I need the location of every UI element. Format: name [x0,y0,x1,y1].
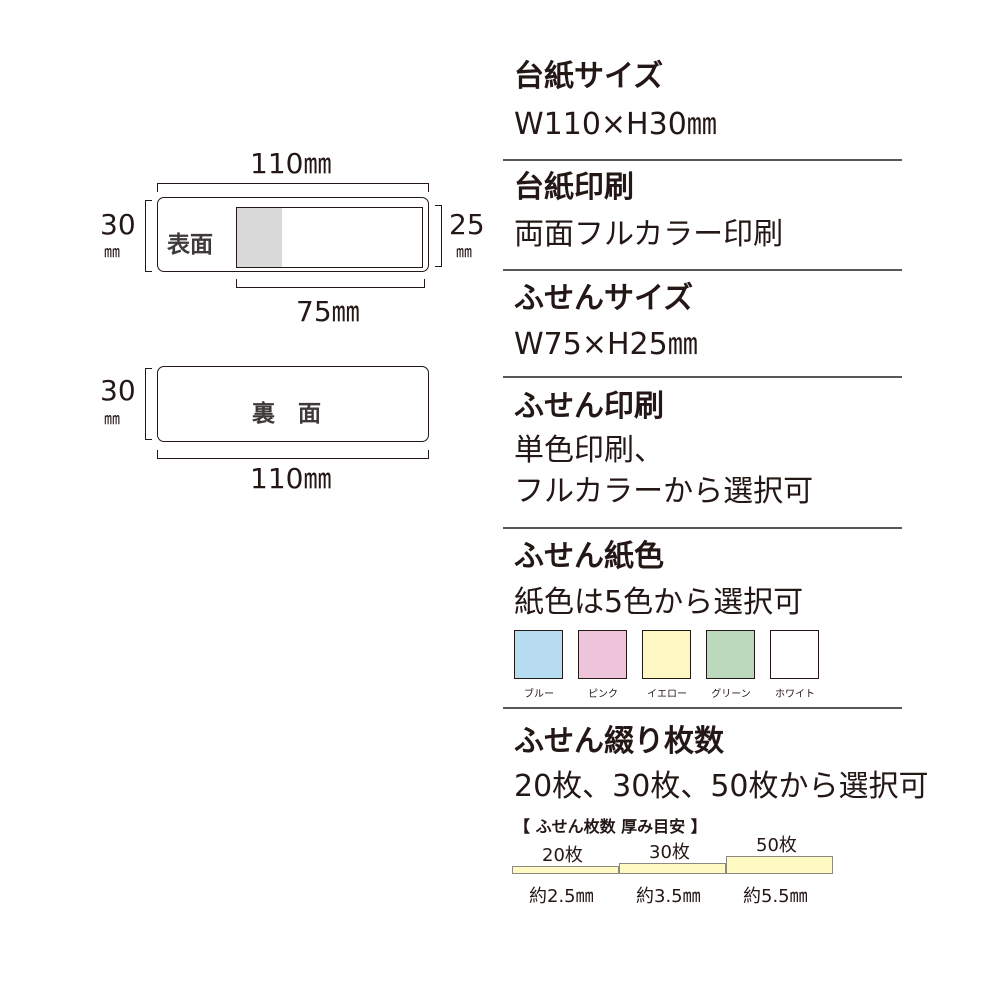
divider [503,376,902,378]
sticky-size-value: W75×H25㎜ [514,327,698,362]
sticky-size-title: ふせんサイズ [514,281,694,316]
back-card-label: 裏 面 [252,401,321,427]
base-print-value: 両面フルカラー印刷 [514,217,784,252]
sticky-tab [237,208,282,267]
sticky-area [236,207,423,268]
sticky-count-value: 20枚、30枚、50枚から選択可 [514,769,929,804]
front-height-unit: ㎜ [104,242,121,261]
base-size-value: W110×H30㎜ [514,107,717,142]
sticky-count-title: ふせん綴り枚数 [514,724,724,759]
pad-count-label: 30枚 [649,842,690,863]
sticky-height-number: 25 [449,208,485,241]
sticky-print-value-line2: フルカラーから選択可 [514,474,814,509]
color-swatch-label: ピンク [588,689,618,700]
divider [503,269,902,271]
divider [503,707,902,709]
front-height-number: 30 [100,208,136,241]
sticky-print-title: ふせん印刷 [514,389,664,424]
sticky-height-bracket [435,205,442,267]
sticky-width-label: 75㎜ [296,295,360,328]
sticky-print-value-line1: 単色印刷、 [514,433,664,468]
color-swatch-label: ホワイト [775,689,815,700]
pad-thickness-label: 約2.5㎜ [529,886,594,907]
front-card-label: 表面 [167,232,213,258]
pad-count-label: 20枚 [542,845,583,866]
back-width-bracket [157,450,429,459]
sticky-color-title: ふせん紙色 [514,539,664,574]
back-width-label: 110㎜ [250,462,332,495]
color-swatch [770,630,819,679]
back-height-bracket [145,368,152,440]
pad-thickness-label: 約3.5㎜ [636,886,701,907]
pad-count-label: 50枚 [756,835,797,856]
color-swatch-label: グリーン [711,689,751,700]
divider [503,527,902,529]
thickness-guide-title: 【 ふせん枚数 厚み目安 】 [514,817,707,836]
base-size-title: 台紙サイズ [514,59,664,94]
color-swatch [514,630,563,679]
pad-thickness-bar [619,863,726,874]
back-card: 裏 面 [157,366,429,442]
front-width-label: 110㎜ [250,147,332,180]
pad-thickness-bar [726,856,833,874]
front-card: 表面 [157,197,429,272]
divider [503,159,902,161]
front-width-bracket [157,183,429,192]
base-print-title: 台紙印刷 [514,170,634,205]
sticky-width-bracket [236,279,425,288]
pad-thickness-bar [512,866,619,874]
color-swatch-label: イエロー [647,689,687,700]
color-swatch [642,630,691,679]
pad-thickness-label: 約5.5㎜ [743,886,808,907]
color-swatch [578,630,627,679]
color-swatch [706,630,755,679]
back-height-number: 30 [100,374,136,407]
sticky-height-unit: ㎜ [456,242,473,261]
color-swatch-label: ブルー [524,689,554,700]
back-height-unit: ㎜ [104,409,121,428]
front-height-bracket [145,200,152,272]
sticky-color-value: 紙色は5色から選択可 [514,585,804,620]
